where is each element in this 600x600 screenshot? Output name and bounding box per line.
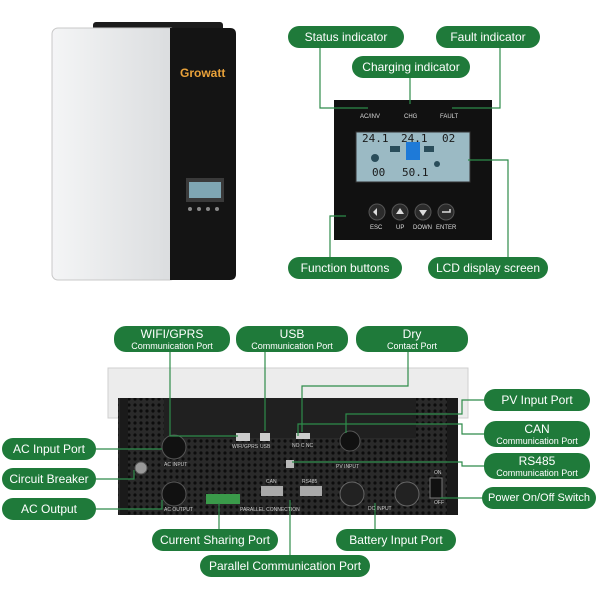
callout-circuit-breaker: Circuit Breaker xyxy=(2,468,96,490)
device-label-can: CAN xyxy=(266,479,277,485)
device-label-ac-input: AC INPUT xyxy=(164,462,188,468)
callout-battery-input: Battery Input Port xyxy=(336,529,456,551)
callout-ac-input: AC Input Port xyxy=(2,438,96,460)
callout-rs485-sub: Communication Port xyxy=(496,468,578,478)
device-label-ac-output: AC OUTPUT xyxy=(164,507,193,513)
callout-parallel-comm: Parallel Communication Port xyxy=(200,555,370,577)
up-button[interactable]: UP xyxy=(396,225,405,231)
fault-led-label: FAULT xyxy=(440,114,459,120)
lcd-bottom-mid: 50.1 xyxy=(402,166,429,179)
device-label-dc-input: DC INPUT xyxy=(368,506,392,512)
callout-dry-contact: Dry Contact Port xyxy=(356,326,468,352)
callout-dry-sub: Contact Port xyxy=(386,341,438,351)
lcd-bottom-left: 00 xyxy=(372,166,386,179)
callout-usb-sub: Communication Port xyxy=(251,341,333,351)
callout-wifi-title: WIFI/GPRS xyxy=(140,327,204,341)
lcd-top-mid: 24.1 xyxy=(401,132,428,145)
status-led-label: AC/INV xyxy=(360,114,381,120)
callout-rs485-title: RS485 xyxy=(518,454,556,468)
device-label-dry: NO C NC xyxy=(292,443,314,449)
callout-lines xyxy=(96,38,509,556)
callout-wifi-gprs: WIFI/GPRS Communication Port xyxy=(114,326,230,352)
lcd-top-left: 24.1 xyxy=(362,132,389,145)
device-label-usb: USB xyxy=(260,444,271,450)
callout-can-sub: Communication Port xyxy=(496,436,578,446)
callout-usb-title: USB xyxy=(279,327,305,341)
device-label-on: ON xyxy=(434,470,442,476)
callout-fault-indicator: Fault indicator xyxy=(436,26,540,48)
callout-dry-title: Dry xyxy=(402,327,422,341)
device-label-wifi: WIFI/GPRS xyxy=(232,444,259,450)
callout-pv-input: PV Input Port xyxy=(484,389,590,411)
callout-lcd-display: LCD display screen xyxy=(428,257,548,279)
chg-led-label: CHG xyxy=(404,114,418,120)
callout-charging-indicator: Charging indicator xyxy=(352,56,470,78)
inverter-bottom-view xyxy=(107,367,469,515)
brand-logo: Growatt xyxy=(180,66,226,80)
callout-can-title: CAN xyxy=(524,422,550,436)
device-label-off: OFF xyxy=(434,500,444,506)
lcd-top-right: 02 xyxy=(442,132,456,145)
callout-function-buttons: Function buttons xyxy=(288,257,402,279)
device-label-pv: PV INPUT xyxy=(336,464,360,470)
callout-wifi-sub: Communication Port xyxy=(131,341,213,351)
callout-status-indicator: Status indicator xyxy=(288,26,404,48)
callout-rs485: RS485 Communication Port xyxy=(484,453,590,479)
device-label-rs485: RS485 xyxy=(302,479,318,485)
callout-usb: USB Communication Port xyxy=(236,326,348,352)
callout-ac-output: AC Output xyxy=(2,498,96,520)
callout-can: CAN Communication Port xyxy=(484,421,590,447)
enter-button[interactable]: ENTER xyxy=(436,225,457,231)
callout-power-switch: Power On/Off Switch xyxy=(482,487,596,509)
device-label-parallel: PARALLEL CONNECTION xyxy=(240,507,300,513)
callout-current-sharing: Current Sharing Port xyxy=(152,529,278,551)
inverter-front-view xyxy=(51,22,236,281)
esc-button[interactable]: ESC xyxy=(370,225,383,231)
down-button[interactable]: DOWN xyxy=(413,225,432,231)
control-panel xyxy=(334,100,492,240)
